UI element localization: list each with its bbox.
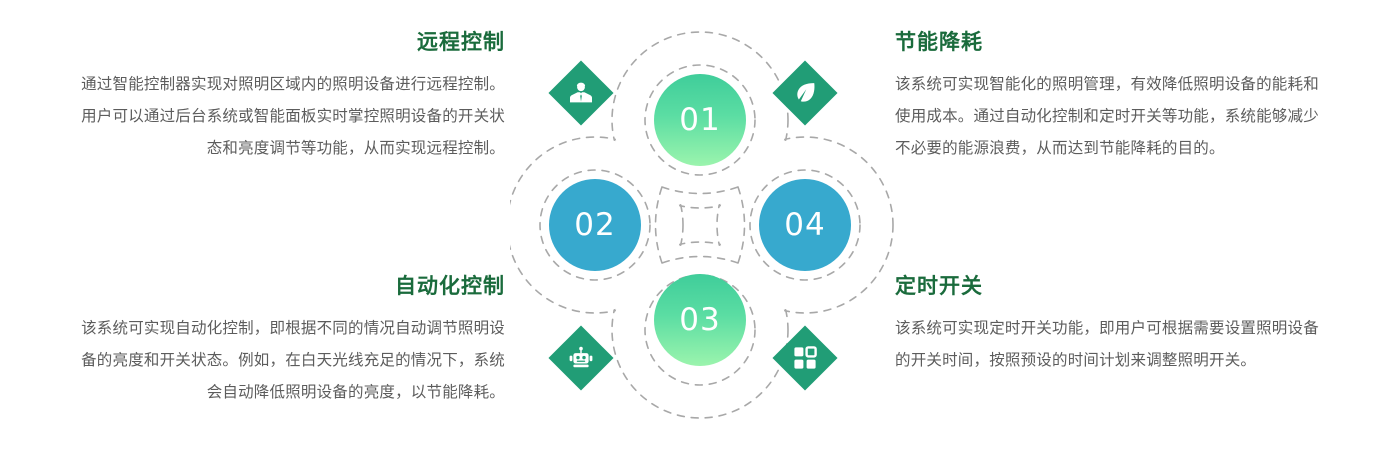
diamond-badge-bottom-right[interactable] [772, 325, 838, 391]
outer-ring-bottom [611, 241, 789, 419]
node-circle-04[interactable]: 04 [759, 179, 851, 271]
block-title-energy-saving: 节能降耗 [895, 31, 983, 54]
node-circle-01[interactable]: 01 [654, 74, 746, 166]
node-number-04: 04 [784, 207, 826, 243]
block-title-automation-control: 自动化控制 [395, 275, 505, 298]
block-body-remote-control: 通过智能控制器实现对照明区域内的照明设备进行远程控制。用户可以通过后台系统或智能… [81, 76, 505, 158]
outer-ring-top [611, 31, 789, 209]
text-block-top-left: 远程控制 通过智能控制器实现对照明区域内的照明设备进行远程控制。用户可以通过后台… [75, 30, 505, 165]
block-body-energy-saving: 该系统可实现智能化的照明管理，有效降低照明设备的能耗和使用成本。通过自动化控制和… [895, 76, 1319, 158]
outer-ring-left [510, 136, 684, 314]
diamond-badge-bottom-left[interactable] [548, 325, 614, 391]
inner-ring-left [539, 169, 651, 281]
user-tie-icon [568, 80, 594, 106]
diamond-badge-top-right[interactable] [772, 60, 838, 126]
node-number-01: 01 [679, 102, 721, 138]
inner-ring-right [749, 169, 861, 281]
node-circle-03[interactable]: 03 [654, 274, 746, 366]
center-squircle [654, 186, 746, 264]
outer-ring-right [716, 136, 894, 314]
text-block-bottom-right: 定时开关 该系统可实现定时开关功能，即用户可根据需要设置照明设备的开关时间，按照… [895, 274, 1325, 377]
text-block-top-right: 节能降耗 该系统可实现智能化的照明管理，有效降低照明设备的能耗和使用成本。通过自… [895, 30, 1325, 165]
node-number-02: 02 [574, 207, 616, 243]
leaf-icon [792, 80, 818, 106]
central-diagram: 01 02 03 04 [510, 15, 900, 450]
block-title-timer-switch: 定时开关 [895, 275, 983, 298]
node-number-03: 03 [679, 302, 721, 338]
grid-apps-icon [792, 345, 818, 371]
block-body-automation-control: 该系统可实现自动化控制，即根据不同的情况自动调节照明设备的亮度和开关状态。例如，… [81, 320, 505, 402]
text-block-bottom-left: 自动化控制 该系统可实现自动化控制，即根据不同的情况自动调节照明设备的亮度和开关… [75, 274, 505, 409]
inner-ring-top [644, 64, 756, 176]
block-body-timer-switch: 该系统可实现定时开关功能，即用户可根据需要设置照明设备的开关时间，按照预设的时间… [895, 320, 1319, 370]
node-circle-02[interactable]: 02 [549, 179, 641, 271]
block-title-remote-control: 远程控制 [417, 31, 505, 54]
diamond-badge-top-left[interactable] [548, 60, 614, 126]
robot-icon [568, 345, 594, 371]
